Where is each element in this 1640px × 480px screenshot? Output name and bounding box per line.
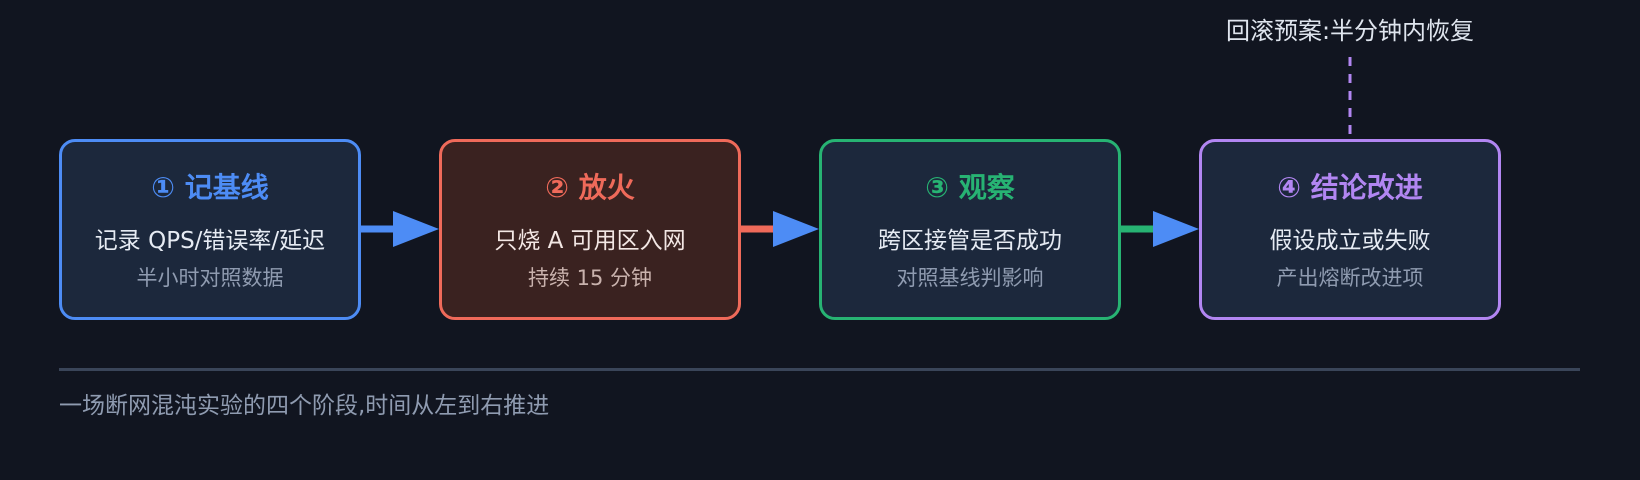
step-detail: 对照基线判影响 [896,266,1044,290]
step-description: 记录 QPS/错误率/延迟 [94,228,326,254]
diagram-caption: 一场断网混沌实验的四个阶段,时间从左到右推进 [59,393,550,419]
step-description: 假设成立或失败 [1269,228,1431,254]
rollback-note: 回滚预案:半分钟内恢复 [1225,17,1475,45]
step-detail: 产出熔断改进项 [1276,266,1424,290]
step-box-conclusion: ④ 结论改进 假设成立或失败 产出熔断改进项 [1199,139,1501,320]
step-box-observe: ③ 观察 跨区接管是否成功 对照基线判影响 [819,139,1121,320]
step-title: ③ 观察 [925,171,1015,204]
step-title: ② 放火 [545,171,635,204]
step-box-fire: ② 放火 只烧 A 可用区入网 持续 15 分钟 [439,139,741,320]
step-title: ④ 结论改进 [1277,171,1423,204]
step-box-baseline: ① 记基线 记录 QPS/错误率/延迟 半小时对照数据 [59,139,361,320]
connector-3-4-arrowhead [1153,211,1199,247]
step-detail: 持续 15 分钟 [527,266,653,290]
step-description: 跨区接管是否成功 [878,228,1062,254]
step-title: ① 记基线 [151,171,269,204]
step-description: 只烧 A 可用区入网 [494,228,686,254]
connector-1-2-arrowhead [393,211,439,247]
step-detail: 半小时对照数据 [136,266,284,290]
divider [59,368,1580,371]
connector-2-3-arrowhead [773,211,819,247]
